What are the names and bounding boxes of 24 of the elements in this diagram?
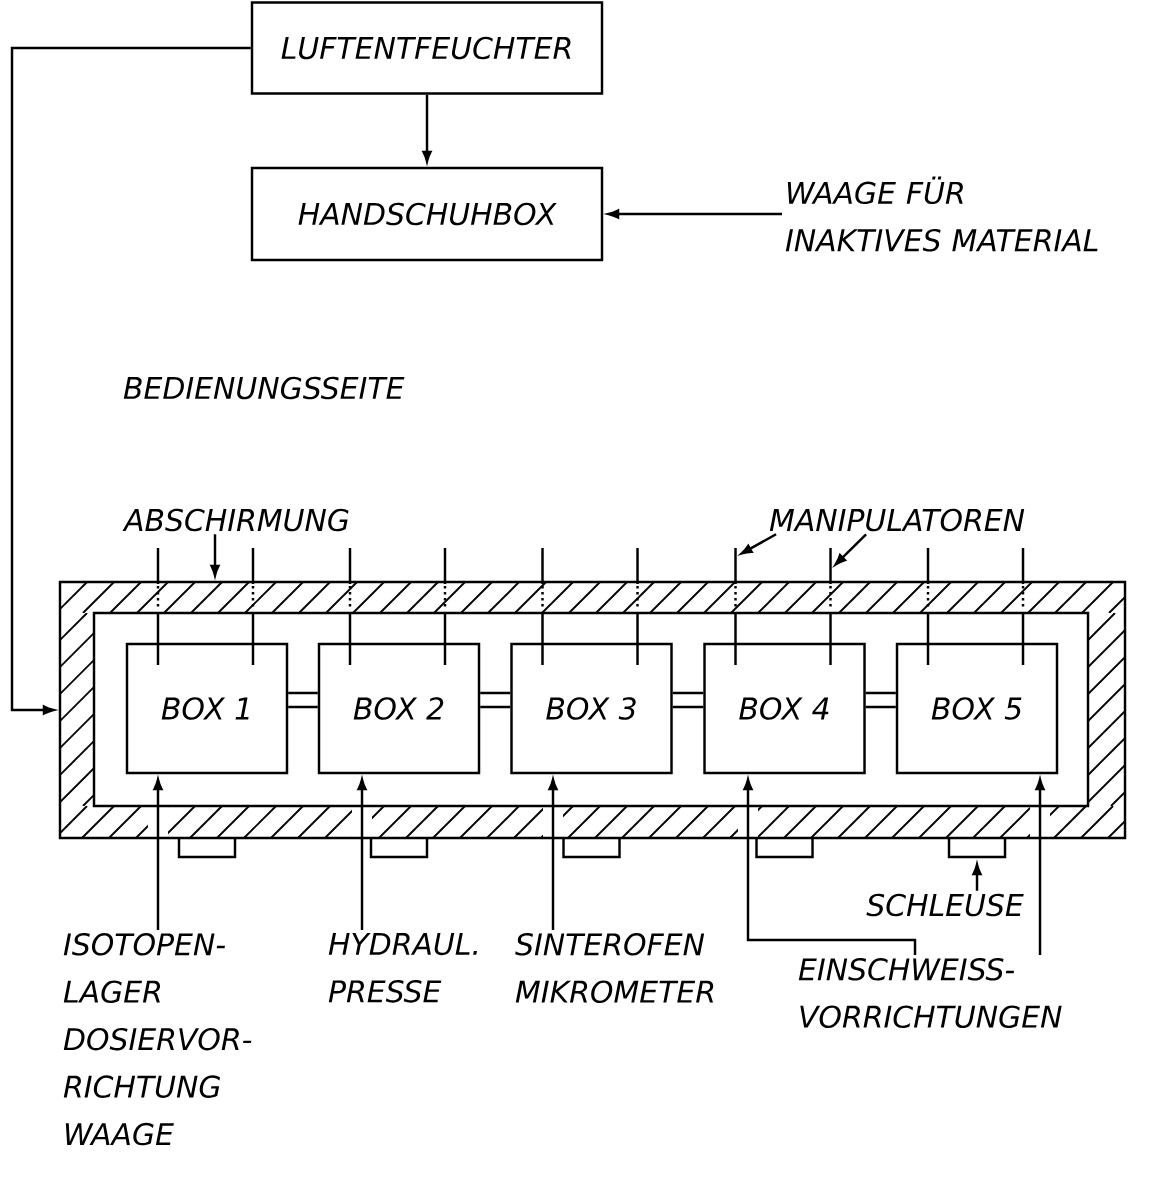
shielding-wall (58, 580, 1127, 840)
annotation-text: MANIPULATOREN (769, 508, 1025, 532)
equipment-label: EINSCHWEISS- VORRICHTUNGEN (798, 958, 1062, 1029)
annotation-text: BEDIENUNGSSEITE (123, 376, 405, 400)
chamber-box: BOX 1 (125, 642, 289, 775)
annotation-text: WAAGE FÜR INAKTIVES MATERIAL (785, 176, 1098, 252)
arrow (10, 46, 251, 715)
chamber-box: BOX 2 (317, 642, 481, 775)
process-box: LUFTENTFEUCHTER (250, 1, 604, 95)
equipment-label: SINTEROFEN MIKROMETER (515, 933, 714, 1004)
chamber-box: BOX 4 (703, 642, 866, 775)
chamber-box: BOX 5 (895, 642, 1059, 775)
annotation-text: SCHLEUSE (866, 893, 1024, 917)
annotation-text: ABSCHIRMUNG (122, 508, 349, 532)
equipment-label: ISOTOPEN- LAGER DOSIERVOR- RICHTUNG WAAGE (63, 933, 252, 1146)
transfer-tunnel (864, 691, 897, 709)
equipment-label: HYDRAUL. PRESSE (328, 933, 477, 1003)
transfer-tunnel (479, 691, 512, 709)
transfer-tunnel (671, 691, 705, 709)
arrow (834, 533, 867, 566)
chamber-box: BOX 3 (510, 642, 673, 775)
arrow (740, 533, 777, 555)
transfer-tunnel (287, 691, 319, 709)
process-box: HANDSCHUHBOX (250, 166, 604, 262)
